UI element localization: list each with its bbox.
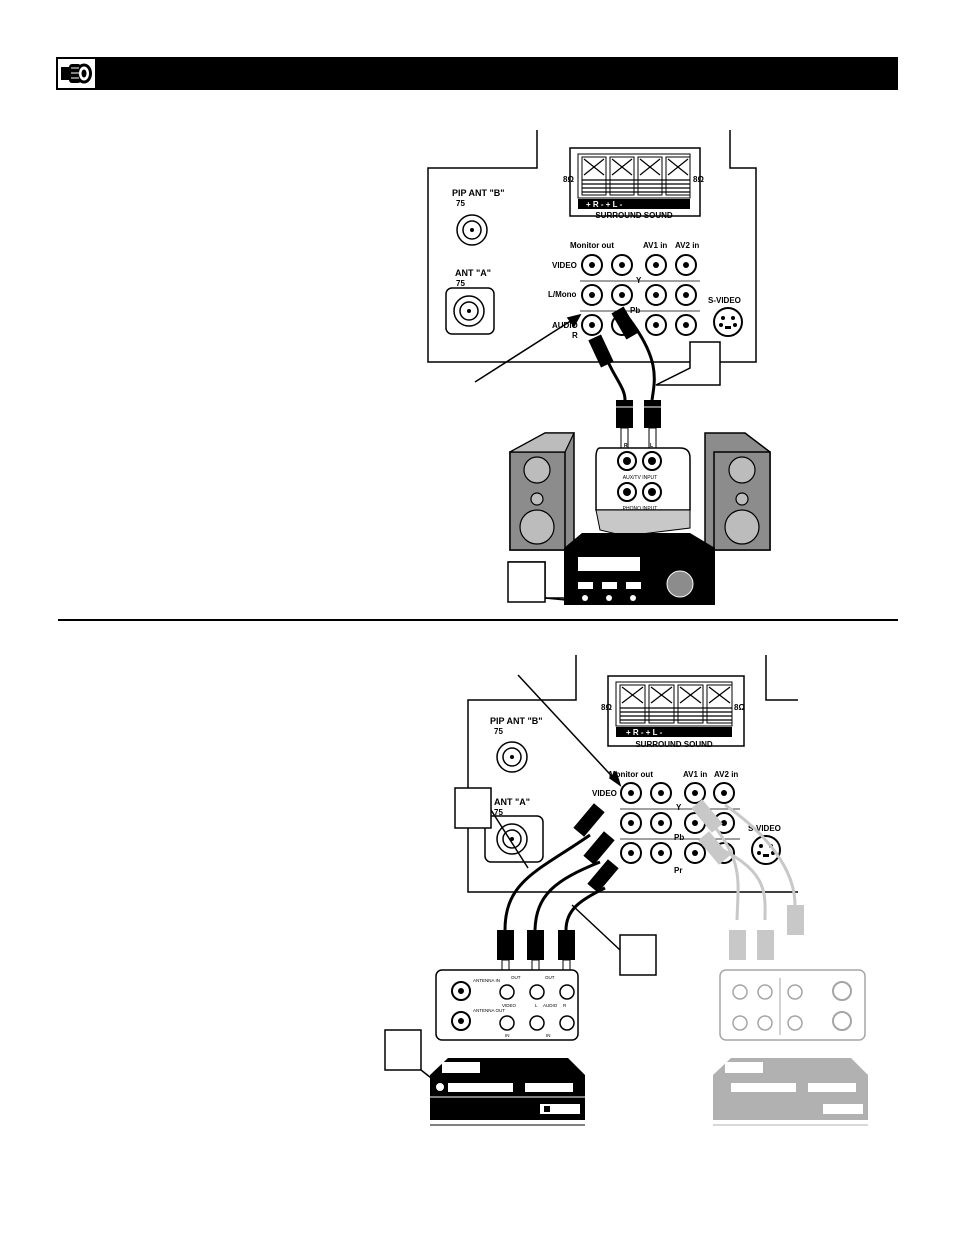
phono-input-label: PHONO INPUT: [623, 506, 658, 512]
ant-a-ohm-label-2: 75: [494, 808, 503, 817]
tv-panel-top: + R - + L - SURROUND SOUND 8Ω 8Ω PIP ANT…: [427, 130, 757, 363]
monitor-out-label: Monitor out: [570, 241, 614, 250]
stereo-system: AUX/TV INPUT PHONO INPUT R L: [509, 432, 771, 605]
header-bar: [56, 57, 898, 90]
connector-plug-icon: [58, 59, 95, 88]
vcr-r-label: R: [563, 1003, 567, 1008]
video-label-2: VIDEO: [592, 789, 617, 798]
video-label: VIDEO: [552, 261, 577, 270]
s-video-label: S-VIDEO: [708, 296, 741, 305]
ant-a-label-2: ANT "A": [494, 797, 530, 807]
vcr-out-label: OUT: [511, 975, 521, 980]
tv-panel-bottom: + R - + L - SURROUND SOUND 8Ω 8Ω PIP ANT…: [467, 655, 798, 893]
av1-in-label-2: AV1 in: [683, 770, 707, 779]
s-video-label-2: S-VIDEO: [748, 824, 781, 833]
pb-label-2: Pb: [674, 833, 684, 842]
speaker-terminal-labels-2: + R - + L -: [626, 728, 663, 737]
monitor-out-label-2: Monitor out: [609, 770, 653, 779]
ohm-left-label-2: 8Ω: [601, 703, 612, 712]
vcr-unit-faded: [713, 1058, 868, 1126]
vcr-audio-label: AUDIO: [543, 1003, 558, 1008]
vcr-out-label-2: OUT: [545, 975, 555, 980]
callouts-top: [474, 313, 721, 603]
ohm-right-label: 8Ω: [693, 175, 704, 184]
callouts-bottom: [384, 674, 657, 1086]
ant-a-ohm-label: 75: [456, 279, 465, 288]
vcr-back-panel-faded: [719, 969, 866, 1041]
s-video-jack: [713, 307, 743, 337]
av2-in-label-2: AV2 in: [714, 770, 738, 779]
vcr-back-panel: ANTENNA IN ANTENNA OUT VIDEO AUDIO IN IN…: [435, 969, 579, 1041]
av1-in-label: AV1 in: [643, 241, 667, 250]
antenna-in-label: ANTENNA IN: [473, 978, 500, 983]
surround-sound-label: SURROUND SOUND: [595, 211, 673, 220]
pip-ant-b-label: PIP ANT "B": [452, 188, 505, 198]
l-mono-label: L/Mono: [548, 290, 577, 299]
pip-ant-b-label-2: PIP ANT "B": [490, 716, 543, 726]
av2-in-label: AV2 in: [675, 241, 699, 250]
aux-tv-input-label: AUX/TV INPUT: [623, 475, 657, 481]
pip-ohm-label-2: 75: [494, 727, 503, 736]
pip-ohm-label: 75: [456, 199, 465, 208]
ant-a-label: ANT "A": [455, 268, 491, 278]
stereo-r-label: R: [624, 443, 628, 449]
vcr-in-label-2: IN: [546, 1033, 551, 1038]
vcr-in-label: IN: [505, 1033, 510, 1038]
y-label-2: Y: [676, 803, 682, 812]
vcr-l-label: L: [535, 1003, 538, 1008]
pr-label-2: Pr: [674, 866, 682, 875]
pb-label: Pb: [630, 306, 640, 315]
vcr-video-label: VIDEO: [502, 1003, 517, 1008]
antenna-out-label: ANTENNA OUT: [473, 1008, 505, 1013]
s-video-jack-2: [751, 835, 781, 865]
stereo-l-label: L: [650, 443, 653, 449]
section-divider: [58, 619, 898, 621]
top-jack-grid: [581, 254, 697, 336]
speaker-terminal-labels: + R - + L -: [586, 200, 623, 209]
ohm-left-label: 8Ω: [563, 175, 574, 184]
vcr-cables-left: [497, 803, 619, 977]
vcr-cables-right-faded: [691, 799, 804, 960]
audio-r-label: R: [572, 331, 578, 340]
surround-sound-label-2: SURROUND SOUND: [635, 740, 713, 749]
y-label: Y: [636, 276, 642, 285]
ohm-right-label-2: 8Ω: [734, 703, 745, 712]
vcr-unit: [430, 1058, 585, 1126]
